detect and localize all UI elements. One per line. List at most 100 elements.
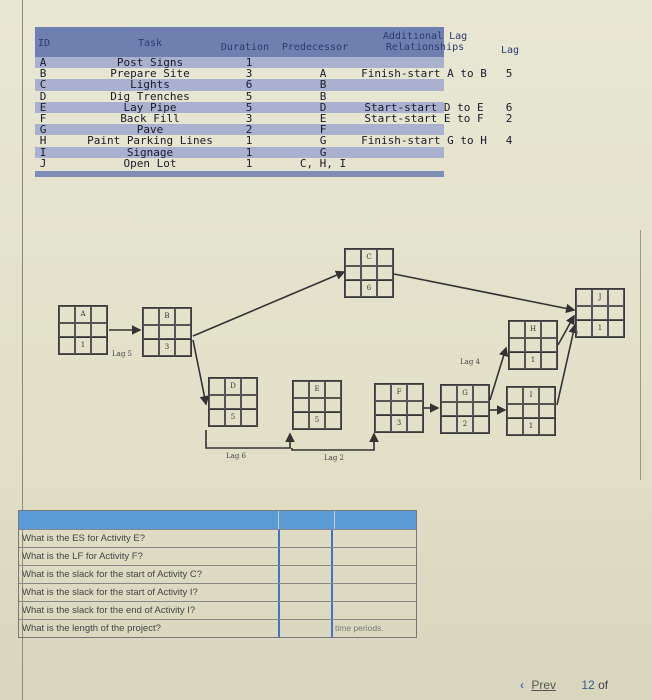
node-cell bbox=[507, 387, 523, 404]
cell-predecessor: G bbox=[319, 134, 327, 148]
cell-task: Dig Trenches bbox=[110, 89, 190, 103]
node-cell bbox=[241, 395, 257, 409]
node-cell bbox=[241, 409, 257, 426]
node-id: B bbox=[159, 308, 175, 325]
node-cell bbox=[377, 266, 393, 280]
node-cell bbox=[175, 339, 191, 356]
cell-duration: 1 bbox=[245, 145, 253, 159]
cell-predecessor: B bbox=[319, 78, 327, 92]
unit-label bbox=[333, 566, 416, 583]
question-row: What is the slack for the end of Activit… bbox=[19, 601, 416, 621]
answer-cell[interactable] bbox=[278, 584, 335, 603]
cell-lag: 4 bbox=[505, 134, 513, 148]
answer-input[interactable] bbox=[280, 620, 335, 639]
answer-cell[interactable] bbox=[278, 620, 335, 639]
answer-input[interactable] bbox=[280, 566, 335, 585]
answer-cell[interactable] bbox=[278, 602, 335, 621]
node-cell bbox=[375, 401, 391, 415]
cell-task: Lay Pipe bbox=[123, 100, 177, 114]
node-id: E bbox=[309, 381, 325, 398]
node-cell bbox=[541, 338, 557, 352]
node-cell bbox=[293, 412, 309, 429]
question-table: What is the ES for Activity E? What is th… bbox=[18, 510, 417, 639]
lag-label-ab: Lag 5 bbox=[112, 350, 132, 358]
node-cell bbox=[225, 395, 241, 409]
node-cell bbox=[576, 306, 592, 320]
node-cell bbox=[143, 325, 159, 339]
chevron-left-icon[interactable]: ‹ bbox=[520, 678, 524, 692]
prev-link[interactable]: Prev bbox=[531, 678, 557, 692]
node-id: I bbox=[523, 387, 539, 404]
cell-task: Lights bbox=[130, 78, 170, 92]
header-task: Task bbox=[137, 38, 163, 49]
unit-label bbox=[333, 602, 416, 619]
node-cell bbox=[59, 306, 75, 323]
task-table-footer bbox=[35, 170, 444, 177]
node-cell bbox=[539, 418, 555, 435]
answer-cell[interactable] bbox=[278, 530, 335, 549]
answer-input[interactable] bbox=[280, 584, 335, 603]
node-cell bbox=[539, 387, 555, 404]
node-cell bbox=[507, 418, 523, 435]
node-cell bbox=[345, 280, 361, 297]
cell-duration: 6 bbox=[245, 78, 253, 92]
node-id: A bbox=[75, 306, 91, 323]
cell-predecessor: G bbox=[319, 145, 327, 159]
cell-id: H bbox=[39, 134, 47, 148]
task-table: ID Task Duration Predecessor Additional … bbox=[35, 27, 519, 177]
answer-input[interactable] bbox=[280, 548, 335, 567]
cell-duration: 1 bbox=[245, 134, 253, 148]
node-cell bbox=[507, 404, 523, 418]
cell-predecessor: E bbox=[319, 111, 327, 125]
header-lag: Lag bbox=[500, 45, 520, 56]
answer-input[interactable] bbox=[280, 602, 335, 621]
cell-id: A bbox=[39, 56, 47, 69]
question-row: What is the length of the project?time p… bbox=[19, 619, 416, 639]
node-cell bbox=[91, 337, 107, 354]
node-cell bbox=[175, 308, 191, 325]
answer-input[interactable] bbox=[280, 530, 335, 549]
cell-lag-rel: Start-start D to E bbox=[364, 100, 484, 114]
node-duration: 3 bbox=[391, 415, 407, 432]
node-cell bbox=[209, 395, 225, 409]
question-row: What is the LF for Activity F? bbox=[19, 547, 416, 567]
cell-lag-rel: Finish-start A to B bbox=[361, 67, 487, 81]
node-duration: 2 bbox=[457, 416, 473, 433]
node-cell bbox=[91, 306, 107, 323]
question-text: What is the slack for the end of Activit… bbox=[22, 605, 196, 616]
cell-task: Prepare Site bbox=[110, 67, 190, 81]
node-cell bbox=[143, 308, 159, 325]
node-cell bbox=[441, 416, 457, 433]
node-cell bbox=[309, 398, 325, 412]
node-cell bbox=[407, 401, 423, 415]
cell-id: F bbox=[39, 111, 47, 125]
node-cell bbox=[608, 320, 624, 337]
cell-lag-rel: Start-start E to F bbox=[364, 111, 484, 125]
node-cell bbox=[441, 402, 457, 416]
question-text: What is the LF for Activity F? bbox=[22, 551, 143, 562]
question-text: What is the ES for Activity E? bbox=[22, 533, 146, 544]
answer-cell[interactable] bbox=[278, 566, 335, 585]
cell-task: Open Lot bbox=[123, 156, 177, 170]
node-cell bbox=[592, 306, 608, 320]
node-cell bbox=[407, 384, 423, 401]
cell-id: B bbox=[39, 67, 47, 81]
node-cell bbox=[293, 398, 309, 412]
answer-cell[interactable] bbox=[278, 548, 335, 567]
cell-lag: 2 bbox=[505, 111, 513, 125]
cell-id: D bbox=[39, 89, 47, 103]
node-cell bbox=[541, 352, 557, 369]
header-id: ID bbox=[37, 38, 51, 49]
